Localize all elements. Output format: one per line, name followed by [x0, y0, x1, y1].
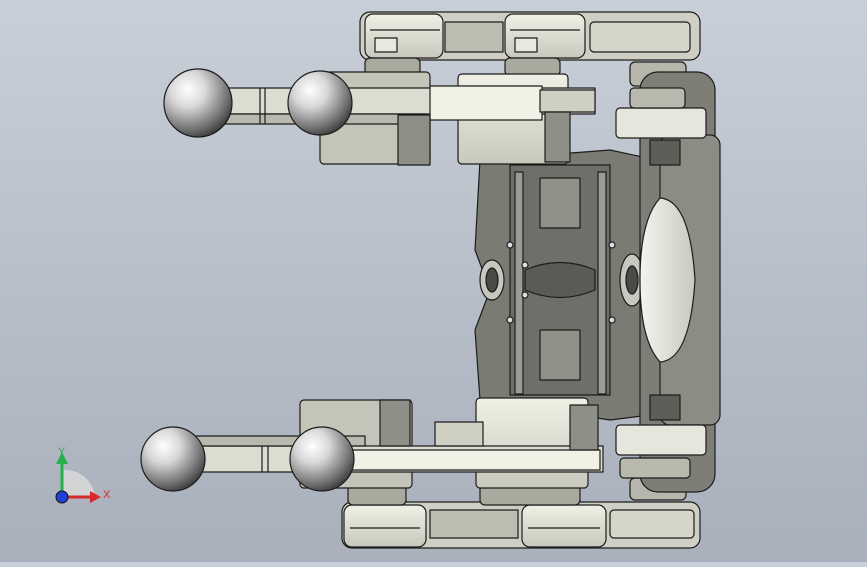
coordinate-triad: Y X	[55, 446, 111, 504]
chassis-frame	[474, 149, 691, 421]
right-side-assembly	[615, 71, 721, 493]
bottom-rail-assembly	[341, 477, 701, 549]
lower-leg	[140, 397, 604, 492]
upper-leg	[163, 68, 596, 166]
x-axis-label: X	[103, 489, 111, 501]
z-axis-origin	[55, 490, 69, 504]
y-axis-label: Y	[58, 446, 66, 458]
